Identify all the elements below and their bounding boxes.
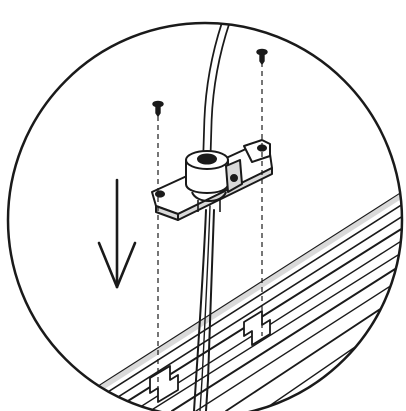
- rail-slot-right: [243, 310, 271, 346]
- rail-slot-left: [149, 365, 179, 403]
- callout-content: [58, 23, 402, 411]
- screw-guide-lines: [157, 62, 263, 390]
- cable: [193, 23, 239, 411]
- screw-right: [256, 48, 268, 66]
- direction-arrow: [97, 178, 137, 289]
- callout-circle: [6, 21, 404, 411]
- cable-clamp: [185, 150, 243, 212]
- mounting-rail: [58, 188, 402, 411]
- screw-left: [152, 100, 164, 118]
- bracket-hole-left: [155, 190, 165, 198]
